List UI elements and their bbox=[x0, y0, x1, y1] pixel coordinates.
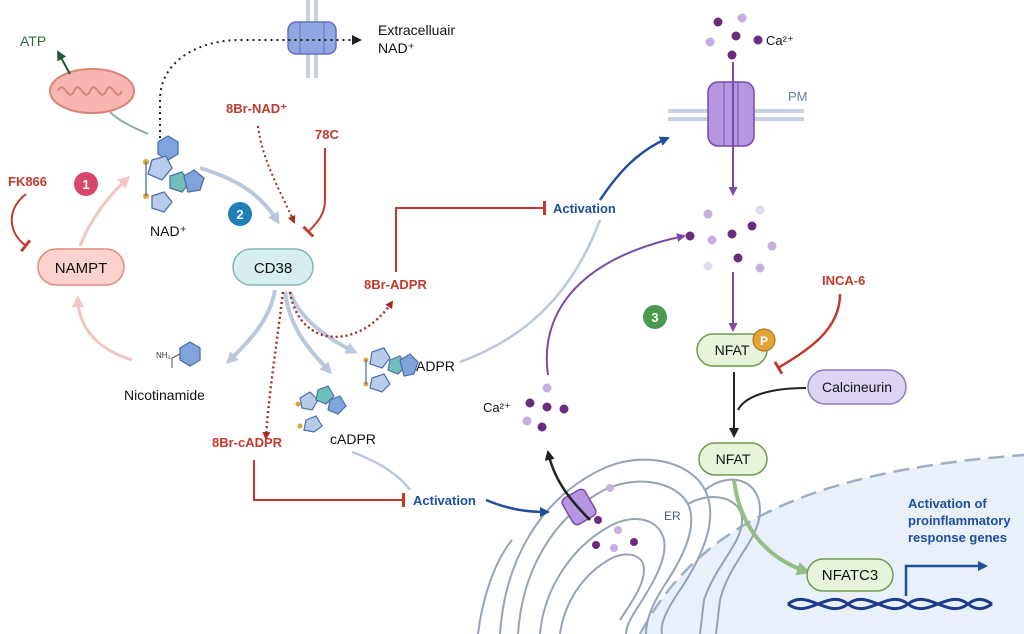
8br-cadpr-arrow bbox=[262, 291, 285, 440]
inhib-8br-adpr-label: 8Br-ADPR bbox=[364, 277, 427, 292]
fk866-inhibit bbox=[10, 193, 32, 253]
inhib-8br-cadpr-label: 8Br-cADPR bbox=[212, 435, 283, 450]
dna-helix-icon bbox=[787, 597, 993, 611]
adpr-label: ADPR bbox=[416, 358, 455, 374]
svg-text:NFAT: NFAT bbox=[716, 451, 751, 467]
step-2-badge: 2 bbox=[228, 202, 252, 226]
cadpr-label: cADPR bbox=[330, 431, 376, 447]
inca6-label: INCA-6 bbox=[822, 273, 865, 288]
extracellular-label-1: Extracelluair bbox=[378, 22, 455, 38]
inca6-inhibit bbox=[773, 293, 842, 375]
nad-to-cd38-arrow bbox=[199, 166, 280, 225]
mito-link bbox=[109, 111, 149, 135]
atp-arrow bbox=[57, 50, 71, 75]
inhib-78c-label: 78C bbox=[315, 127, 339, 142]
calcineurin-link bbox=[737, 387, 807, 411]
ca-top-label: Ca²⁺ bbox=[766, 33, 794, 48]
cadpr-to-activation-link bbox=[351, 450, 412, 491]
svg-text:1: 1 bbox=[82, 177, 89, 192]
svg-text:P: P bbox=[760, 334, 768, 348]
svg-text:3: 3 bbox=[651, 310, 658, 325]
fk866-label: FK866 bbox=[8, 174, 47, 189]
nad-export-arrow bbox=[159, 35, 362, 150]
adpr-to-activation-link bbox=[459, 219, 602, 364]
er-label: ER bbox=[664, 509, 681, 523]
nad-molecule-icon bbox=[143, 135, 205, 213]
mitochondrion-icon bbox=[49, 68, 135, 114]
genes-label-1: Activation of bbox=[908, 496, 987, 511]
nicotinamide-to-nampt-arrow bbox=[72, 295, 133, 362]
nad-label: NAD⁺ bbox=[150, 223, 187, 239]
nampt-to-nad-arrow bbox=[78, 175, 131, 247]
calcium-ions-cytosol bbox=[685, 205, 777, 273]
8br-nad-arrow bbox=[257, 125, 296, 224]
atp-label: ATP bbox=[20, 33, 46, 49]
pm-label: PM bbox=[788, 89, 808, 104]
calcium-ions-top bbox=[705, 13, 763, 60]
step-1-badge: 1 bbox=[74, 172, 98, 196]
activation-bottom-label: Activation bbox=[413, 493, 476, 508]
78c-inhibit bbox=[302, 148, 326, 238]
nicotinamide-molecule-icon bbox=[171, 341, 201, 368]
svg-text:NAMPT: NAMPT bbox=[55, 260, 108, 277]
nicotinamide-label: Nicotinamide bbox=[124, 387, 205, 403]
svg-text:NFAT: NFAT bbox=[715, 342, 750, 358]
cd38-node: CD38 bbox=[232, 248, 314, 286]
cd38-to-cadpr-arrow bbox=[283, 291, 333, 375]
calcium-ions-left bbox=[522, 383, 638, 552]
activation-to-er-arrow bbox=[485, 498, 550, 517]
nucleus bbox=[638, 453, 1024, 634]
er-calcium-to-cytosol-arrow bbox=[545, 233, 686, 376]
ca-left-label: Ca²⁺ bbox=[483, 400, 511, 415]
cadpr-molecule-icon bbox=[295, 385, 347, 433]
nfat-to-nucleus-arrow bbox=[732, 479, 811, 576]
nfat-node: NFAT bbox=[698, 442, 768, 476]
extracellular-label-2: NAD⁺ bbox=[378, 40, 415, 56]
cd38-to-adpr-arrow bbox=[288, 291, 358, 354]
transcription-arrow bbox=[904, 561, 988, 596]
svg-text:NFATC3: NFATC3 bbox=[822, 567, 878, 584]
genes-label-2: proinflammatory bbox=[908, 513, 1011, 528]
inhib-8br-nad-label: 8Br-NAD⁺ bbox=[226, 101, 287, 116]
step-3-badge: 3 bbox=[643, 305, 667, 329]
phosphate-badge: P bbox=[752, 328, 776, 352]
nh2-label: NH₂ bbox=[156, 351, 171, 360]
8br-adpr-inhibit bbox=[395, 201, 546, 272]
adpr-molecule-icon bbox=[363, 347, 419, 393]
er-calcium-release-arrow bbox=[544, 450, 591, 521]
svg-text:CD38: CD38 bbox=[254, 260, 292, 277]
svg-text:Calcineurin: Calcineurin bbox=[822, 379, 892, 395]
nampt-node: NAMPT bbox=[37, 248, 125, 286]
calcineurin-node: Calcineurin bbox=[807, 369, 907, 405]
pm-calcium-channel bbox=[707, 81, 755, 147]
activation-top-label: Activation bbox=[553, 201, 616, 216]
genes-label-3: response genes bbox=[908, 530, 1007, 545]
svg-text:2: 2 bbox=[236, 207, 243, 222]
8br-cadpr-inhibit bbox=[253, 460, 405, 507]
endoplasmic-reticulum bbox=[477, 458, 762, 634]
cd38-to-nicotinamide-arrow bbox=[225, 289, 277, 365]
activation-to-pm-arrow bbox=[598, 136, 670, 201]
nfat-phospho-node: NFAT bbox=[696, 333, 768, 367]
nfatc3-node: NFATC3 bbox=[806, 558, 894, 592]
